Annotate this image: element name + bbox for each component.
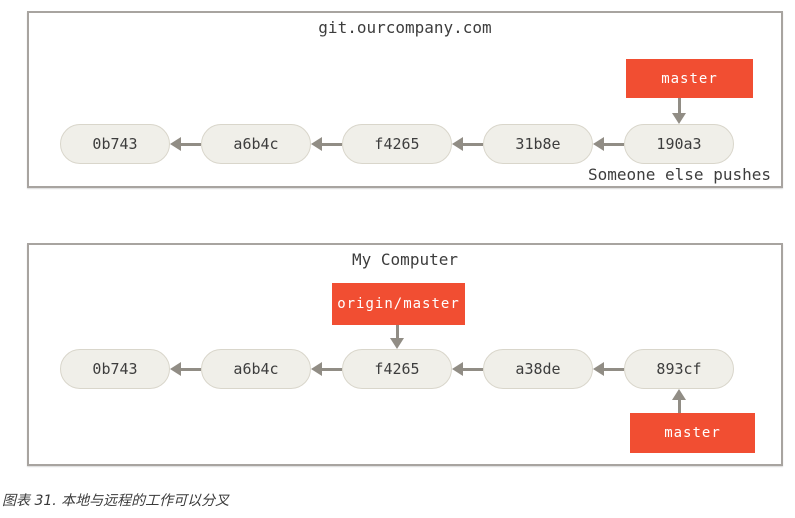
branch-label: master	[626, 59, 753, 98]
commit-node: 0b743	[60, 124, 170, 164]
arrow-head	[311, 362, 322, 376]
commit-node: 190a3	[624, 124, 734, 164]
arrow-line	[677, 398, 681, 413]
commit-node: 893cf	[624, 349, 734, 389]
commit-id: 190a3	[656, 135, 702, 153]
panel-note: Someone else pushes	[587, 165, 771, 184]
commit-node: 0b743	[60, 349, 170, 389]
commit-id: f4265	[374, 135, 420, 153]
arrow-down-icon	[672, 98, 686, 124]
arrow-head	[452, 362, 463, 376]
arrow-left-icon	[452, 137, 483, 151]
panel-title: My Computer	[352, 250, 458, 269]
arrow-left-icon	[170, 137, 201, 151]
arrow-left-icon	[311, 362, 342, 376]
arrow-head	[311, 137, 322, 151]
arrow-line	[179, 367, 201, 371]
commit-id: a6b4c	[233, 135, 279, 153]
arrow-line	[602, 367, 624, 371]
panel-title: git.ourcompany.com	[318, 18, 492, 37]
commit-node: a6b4c	[201, 349, 311, 389]
arrow-line	[320, 142, 342, 146]
arrow-line	[461, 142, 483, 146]
commit-id: f4265	[374, 360, 420, 378]
arrow-head	[672, 113, 686, 124]
commit-id: 0b743	[92, 135, 138, 153]
arrow-line	[320, 367, 342, 371]
commit-node: a6b4c	[201, 124, 311, 164]
arrow-left-icon	[593, 362, 624, 376]
arrow-left-icon	[452, 362, 483, 376]
branch-name: master	[664, 425, 721, 441]
branch-label: origin/master	[332, 283, 465, 325]
arrow-head	[593, 137, 604, 151]
arrow-head	[593, 362, 604, 376]
arrow-line	[677, 98, 681, 115]
arrow-line	[179, 142, 201, 146]
arrow-head	[672, 389, 686, 400]
arrow-line	[395, 325, 399, 340]
commit-node: f4265	[342, 349, 452, 389]
commit-id: 0b743	[92, 360, 138, 378]
arrow-head	[170, 362, 181, 376]
branch-name: master	[661, 70, 718, 87]
commit-id: a6b4c	[233, 360, 279, 378]
commit-id: 893cf	[656, 360, 702, 378]
arrow-head	[452, 137, 463, 151]
figure-caption: 图表 31. 本地与远程的工作可以分叉	[2, 493, 230, 509]
commit-id: 31b8e	[515, 135, 561, 153]
commit-node: f4265	[342, 124, 452, 164]
arrow-line	[461, 367, 483, 371]
commit-node: 31b8e	[483, 124, 593, 164]
arrow-down-icon	[390, 325, 404, 349]
arrow-line	[602, 142, 624, 146]
panel-local-computer: My Computer 0b743 a6b4c f4265 a38de 893cf ori…	[27, 243, 783, 466]
arrow-head	[390, 338, 404, 349]
arrow-head	[170, 137, 181, 151]
arrow-left-icon	[593, 137, 624, 151]
arrow-left-icon	[311, 137, 342, 151]
branch-label: master	[630, 413, 755, 453]
panel-remote-server: git.ourcompany.com Someone else pushes 0…	[27, 11, 783, 188]
commit-node: a38de	[483, 349, 593, 389]
arrow-left-icon	[170, 362, 201, 376]
arrow-up-icon	[672, 389, 686, 413]
commit-id: a38de	[515, 360, 561, 378]
branch-name: origin/master	[337, 296, 460, 312]
